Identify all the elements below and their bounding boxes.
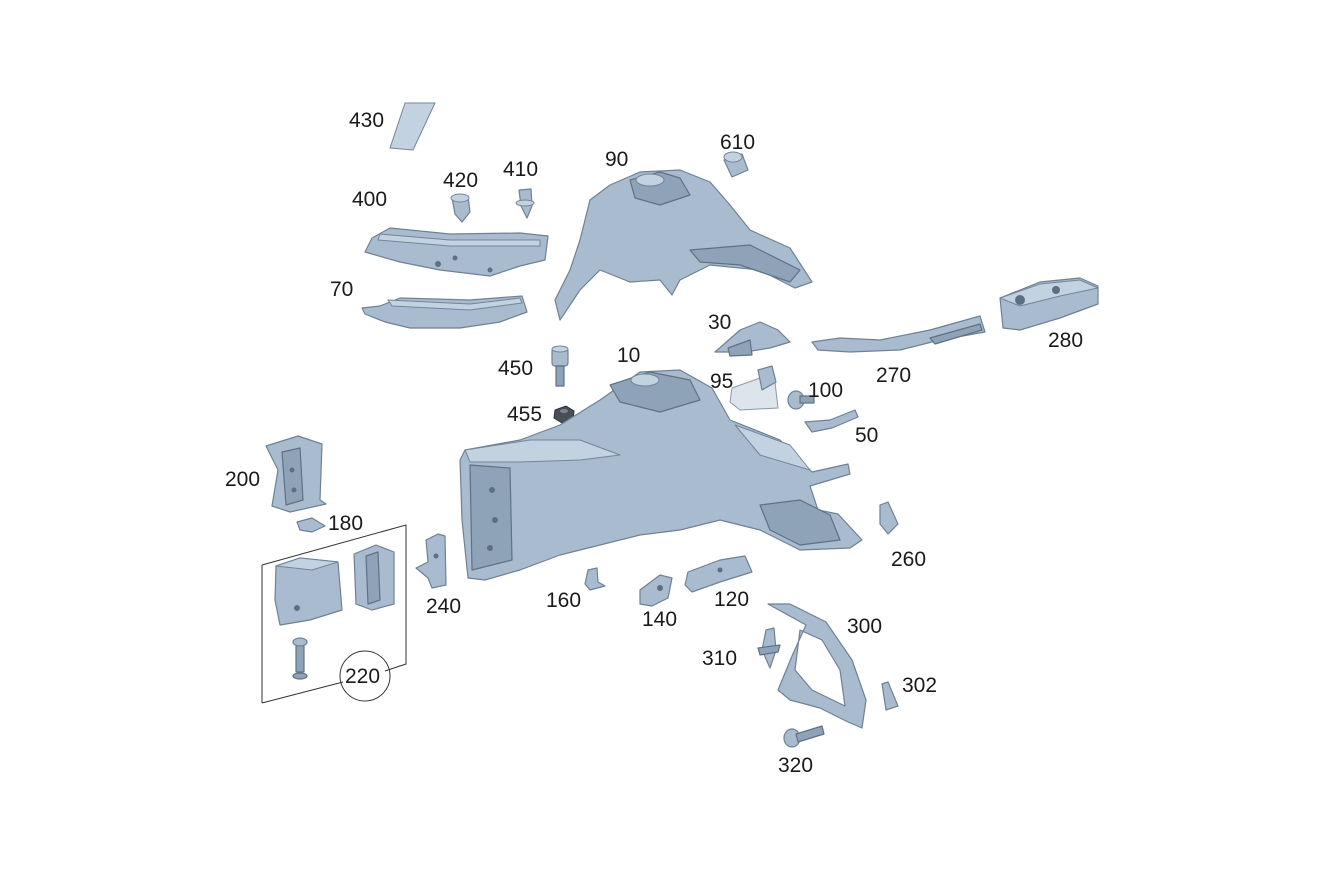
callout-410: 410 <box>503 158 538 181</box>
part-410[interactable] <box>515 188 535 219</box>
callout-300: 300 <box>847 615 882 638</box>
callout-260: 260 <box>891 548 926 571</box>
part-30[interactable] <box>714 321 791 357</box>
part-320[interactable] <box>783 725 825 748</box>
part-120[interactable] <box>684 555 753 593</box>
callout-320: 320 <box>778 754 813 777</box>
part-430[interactable] <box>389 102 436 151</box>
callout-430: 430 <box>349 109 384 132</box>
part-302[interactable] <box>881 681 899 711</box>
part-280[interactable] <box>999 277 1099 331</box>
callout-160: 160 <box>546 589 581 612</box>
part-450[interactable] <box>551 345 569 387</box>
callout-180: 180 <box>328 512 363 535</box>
part-270[interactable] <box>811 315 986 353</box>
part-240[interactable] <box>415 533 447 589</box>
callout-100: 100 <box>808 379 843 402</box>
part-140[interactable] <box>639 574 673 607</box>
part-220[interactable] <box>274 544 395 680</box>
callout-302: 302 <box>902 674 937 697</box>
callout-400: 400 <box>352 188 387 211</box>
callout-450: 450 <box>498 357 533 380</box>
callout-140: 140 <box>642 608 677 631</box>
part-160[interactable] <box>584 567 606 591</box>
part-180[interactable] <box>296 517 326 533</box>
callout-270: 270 <box>876 364 911 387</box>
callout-90: 90 <box>605 148 628 171</box>
callout-70: 70 <box>330 278 353 301</box>
callout-200: 200 <box>225 468 260 491</box>
part-100[interactable] <box>787 390 815 410</box>
callout-240: 240 <box>426 595 461 618</box>
part-70[interactable] <box>361 295 528 329</box>
callout-50: 50 <box>855 424 878 447</box>
callout-310: 310 <box>702 647 737 670</box>
callout-30: 30 <box>708 311 731 334</box>
callout-120: 120 <box>714 588 749 611</box>
part-10[interactable] <box>459 369 863 581</box>
part-420[interactable] <box>450 193 471 223</box>
part-200[interactable] <box>265 435 327 513</box>
callout-95: 95 <box>710 370 733 393</box>
part-50[interactable] <box>804 409 859 433</box>
part-220-group <box>261 524 407 704</box>
callout-455: 455 <box>507 403 542 426</box>
callout-220-circle <box>339 650 391 702</box>
callout-420: 420 <box>443 169 478 192</box>
part-310[interactable] <box>757 627 781 669</box>
part-260[interactable] <box>879 501 899 535</box>
callout-labels: 430 420 410 400 90 610 70 30 280 450 10 … <box>225 109 1083 777</box>
part-90[interactable] <box>554 169 813 321</box>
part-610[interactable] <box>723 151 749 178</box>
part-300[interactable] <box>767 603 867 729</box>
callout-10: 10 <box>617 344 640 367</box>
part-400[interactable] <box>364 227 549 277</box>
part-95[interactable] <box>729 365 779 411</box>
callout-280: 280 <box>1048 329 1083 352</box>
callout-610: 610 <box>720 131 755 154</box>
callout-220: 220 <box>345 665 380 688</box>
